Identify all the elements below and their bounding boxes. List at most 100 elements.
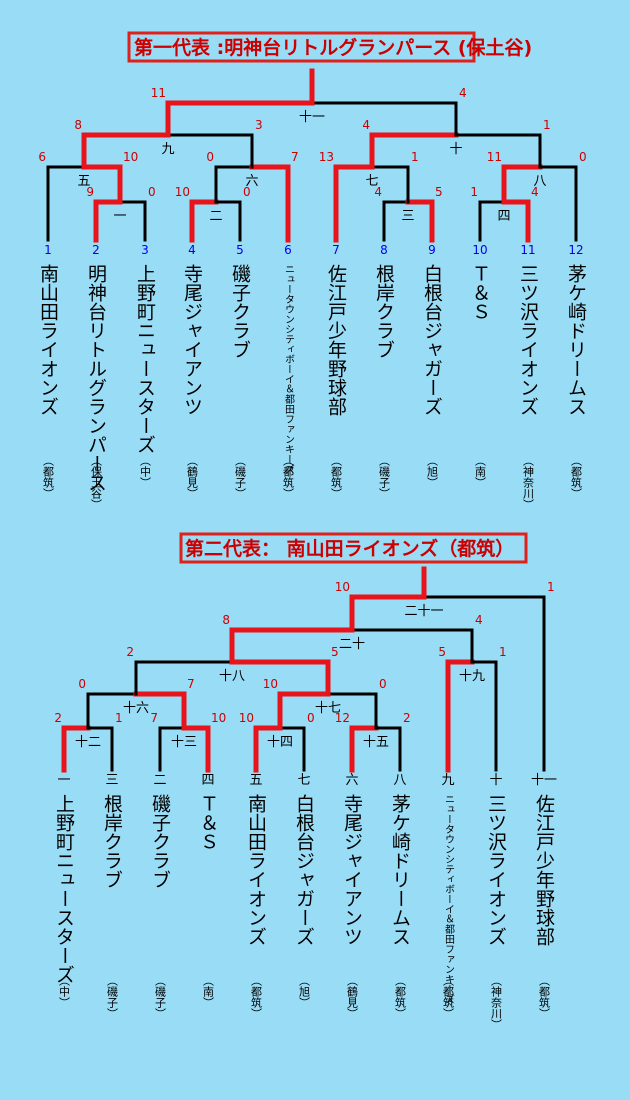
team-area: （都筑） xyxy=(330,455,343,499)
game-score-left: 12 xyxy=(335,711,350,725)
game-score-left: 11 xyxy=(487,150,502,164)
team-area: （旭） xyxy=(298,975,311,1008)
game-label: 四 xyxy=(497,209,510,224)
team-name: 寺尾ジャイアンツ xyxy=(341,794,363,946)
bracket1-title: 第一代表 :明神台リトルグランパース (保土谷) xyxy=(134,36,532,59)
team-area: （都筑） xyxy=(570,455,583,499)
entry-number: 九 xyxy=(441,773,454,788)
bracket2-title-box xyxy=(179,532,528,564)
bracket-line-right xyxy=(326,692,378,730)
bracket2-title: 第二代表： 南山田ライオンズ（都筑） xyxy=(185,537,514,560)
game-score-right: 1 xyxy=(411,150,419,164)
entry-number: 十 xyxy=(489,773,502,788)
bracket-line-right xyxy=(310,101,458,137)
game-label: 五 xyxy=(77,174,90,189)
bracket-line-right xyxy=(350,628,474,664)
game-label: 十 xyxy=(449,142,462,157)
team-name: 根岸クラブ xyxy=(101,794,123,889)
game-score-left: 10 xyxy=(263,677,278,691)
bracket-line-left xyxy=(501,164,543,205)
bracket-line-left xyxy=(382,200,410,242)
entry-number: 十一 xyxy=(531,773,557,788)
game-score-left: 6 xyxy=(38,150,46,164)
game-label: 十七 xyxy=(315,701,341,716)
bracket-line-right xyxy=(422,595,546,772)
bracket-line-right xyxy=(454,133,542,169)
game-score-right: 10 xyxy=(211,711,226,725)
entry-number: 6 xyxy=(284,243,292,257)
team-area: （南） xyxy=(474,455,487,488)
bracket-line-left xyxy=(229,627,355,665)
bracket-line-right xyxy=(405,199,435,243)
entry-number: 7 xyxy=(332,243,340,257)
team-area: （都筑） xyxy=(42,455,55,499)
bracket-line-right xyxy=(86,726,114,772)
bracket-line-left xyxy=(277,691,331,731)
game-score-right: 0 xyxy=(243,185,251,199)
bracket1-title-box xyxy=(127,31,476,63)
team-name: Ｔ＆Ｓ xyxy=(469,264,491,321)
game-label: 十九 xyxy=(459,669,485,684)
bracket-line-left xyxy=(333,164,375,243)
bracket-line-left xyxy=(81,132,171,170)
bracket-line-left xyxy=(46,165,86,242)
team-area: （磯子） xyxy=(154,975,167,1019)
bracket-line-right xyxy=(501,199,531,243)
game-score-right: 5 xyxy=(435,185,443,199)
game-score-right: 2 xyxy=(403,711,411,725)
game-score-left: 8 xyxy=(74,118,82,132)
game-score-right: 0 xyxy=(579,150,587,164)
bracket-line-right xyxy=(166,133,254,169)
team-area: （磯子） xyxy=(378,455,391,499)
game-label: 十一 xyxy=(299,110,325,125)
entry-number: 10 xyxy=(472,243,487,257)
game-score-right: 7 xyxy=(291,150,299,164)
game-label: 十六 xyxy=(123,701,149,716)
team-area: （都筑） xyxy=(282,455,295,499)
team-name: 南山田ライオンズ xyxy=(37,264,59,416)
bracket-line-left xyxy=(93,199,123,243)
bracket-line-left xyxy=(478,200,506,242)
entry-number: 六 xyxy=(345,773,358,788)
bracket-line-right xyxy=(118,200,147,242)
team-area: （磯子） xyxy=(106,975,119,1019)
entry-number: 一 xyxy=(57,773,70,788)
team-area: （南） xyxy=(202,975,215,1008)
bracket-line-right xyxy=(538,165,578,242)
entry-number: 二 xyxy=(153,773,166,788)
game-label: 十二 xyxy=(75,735,101,750)
game-score-right: 0 xyxy=(379,677,387,691)
team-area: （都筑） xyxy=(538,975,551,1019)
game-score-right: 0 xyxy=(307,711,315,725)
game-score-right: 5 xyxy=(331,645,339,659)
team-name: 白根台ジャガーズ xyxy=(293,794,315,946)
game-score-left: 8 xyxy=(222,613,230,627)
team-name: 茅ケ崎ドリームス xyxy=(565,264,587,416)
entry-number: 12 xyxy=(568,243,583,257)
bracket-line-right xyxy=(214,200,242,242)
bracket-line-right xyxy=(81,164,123,205)
bracket-line-left xyxy=(349,594,427,633)
bracket-line-right xyxy=(181,725,211,773)
game-score-left: 9 xyxy=(86,185,94,199)
game-score-left: 4 xyxy=(374,185,382,199)
game-score-right: 1 xyxy=(115,711,123,725)
team-name: 佐江戸少年野球部 xyxy=(533,794,555,946)
team-area: （鶴見） xyxy=(186,455,199,499)
entry-number: 1 xyxy=(44,243,52,257)
bracket-line-left xyxy=(349,725,379,773)
bracket-line-right xyxy=(374,726,402,772)
entry-number: 9 xyxy=(428,243,436,257)
team-name: 茅ケ崎ドリームス xyxy=(389,794,411,946)
game-label: 二十 xyxy=(339,637,365,652)
team-name: 磯子クラブ xyxy=(229,264,251,359)
team-name: 南山田ライオンズ xyxy=(245,794,267,946)
team-area: （鶴見） xyxy=(346,975,359,1019)
team-area: （磯子） xyxy=(234,455,247,499)
game-score-right: 3 xyxy=(255,118,263,132)
entry-number: 七 xyxy=(297,773,310,788)
team-name: 明神台リトルグランパース xyxy=(85,264,107,492)
